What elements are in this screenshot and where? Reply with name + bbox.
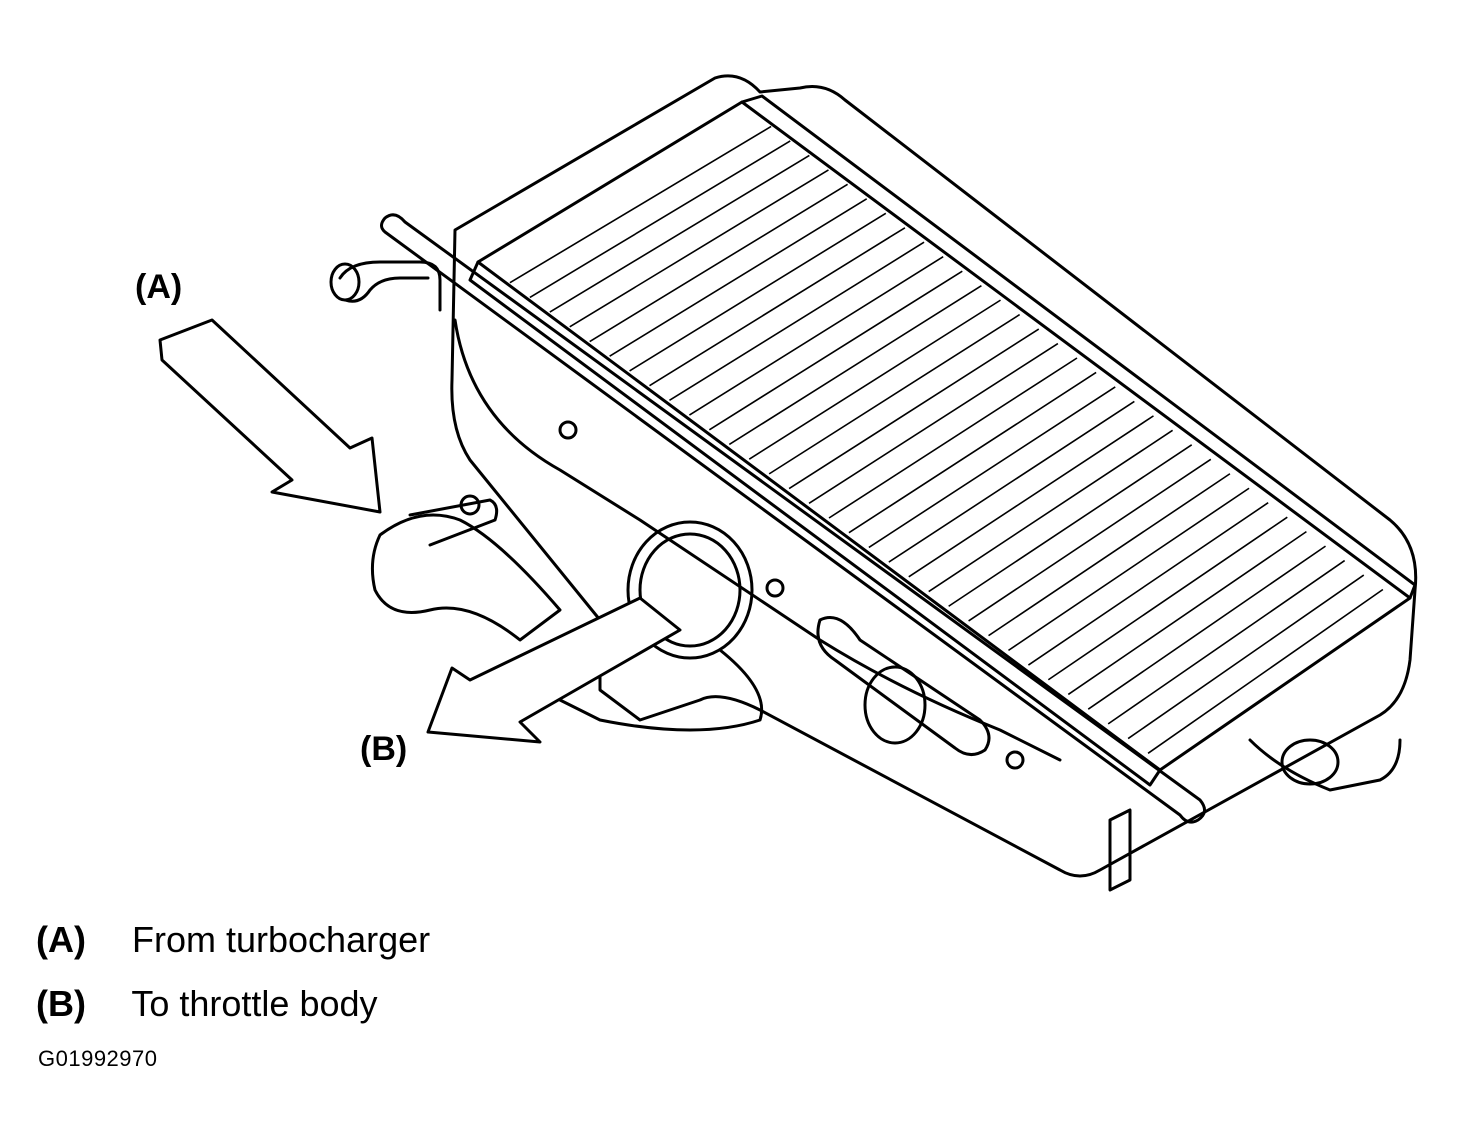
legend-key-b: (B) [36, 983, 86, 1024]
inlet-hose [370, 513, 562, 642]
outlet-elbow [558, 648, 764, 732]
bracket-port [863, 665, 927, 745]
hook-pipe [338, 260, 442, 312]
hose-clamp [408, 498, 499, 547]
top-tank-edge [740, 94, 1417, 600]
core-fin-line [1067, 530, 1307, 696]
core-fin-line [589, 183, 849, 343]
core-fin-line [948, 444, 1193, 607]
mount-pin-3 [1005, 750, 1025, 770]
core-fin-line [549, 154, 810, 313]
mounting-bracket [816, 616, 991, 756]
core-fin-line [828, 357, 1078, 519]
hook-pipe-end [329, 262, 361, 302]
core-fin-line [888, 400, 1135, 563]
mount-pin-2 [765, 578, 785, 598]
legend-text-a: From turbocharger [132, 919, 431, 960]
core-fin-line [1107, 559, 1346, 725]
legend-row-a: (A) From turbocharger [36, 922, 430, 958]
core-fin-line [988, 473, 1231, 637]
core-fin-line [1127, 574, 1365, 740]
core-fin-line [808, 342, 1059, 504]
core-fin-line [529, 140, 791, 299]
core-fin-line [1147, 588, 1384, 754]
flow-arrow-a [158, 318, 382, 514]
core-fin-line [629, 212, 887, 372]
lower-tank [453, 318, 1062, 762]
core-fin-line [688, 256, 944, 416]
core-fin-line [788, 328, 1040, 490]
figure-id: G01992970 [38, 1046, 158, 1071]
core-fin-line [649, 227, 906, 387]
clip-lower [1108, 808, 1132, 892]
legend-row-b: (B) To throttle body [36, 986, 378, 1022]
core-fin-line [1008, 487, 1250, 652]
legend-key-a: (A) [36, 919, 86, 960]
core-fin-line [728, 284, 982, 446]
core-fin-line [908, 415, 1154, 578]
core-fin-line [928, 429, 1174, 593]
legend-text-b: To throttle body [131, 983, 378, 1024]
mount-pin-1 [558, 420, 578, 440]
rubber-bushing [1280, 738, 1340, 786]
core-fin-line [569, 169, 829, 328]
core-fin-line [708, 270, 963, 431]
core-fin-line [968, 458, 1212, 622]
outlet-flange [626, 520, 754, 660]
intercooler-core [476, 100, 1412, 772]
core-fin-line [868, 386, 1116, 549]
core-fin-line [669, 241, 925, 402]
core-fin-line [848, 371, 1097, 534]
callout-b: (B) [360, 730, 408, 768]
outlet-flange-inner [638, 532, 742, 648]
core-fin-line [748, 299, 1001, 460]
core-fin-line [1027, 502, 1269, 666]
core-fin-line [1047, 516, 1288, 681]
clamp-screw [459, 494, 481, 516]
core-fin-line [509, 125, 772, 284]
flow-arrow-b [426, 596, 682, 744]
core-fin-line [1087, 545, 1326, 710]
callout-a: (A) [135, 268, 183, 306]
core-fins [509, 125, 1384, 754]
core-fin-line [768, 313, 1021, 475]
bushing-bracket [1248, 738, 1402, 792]
side-rod [380, 213, 1206, 824]
core-fin-line [609, 198, 868, 357]
